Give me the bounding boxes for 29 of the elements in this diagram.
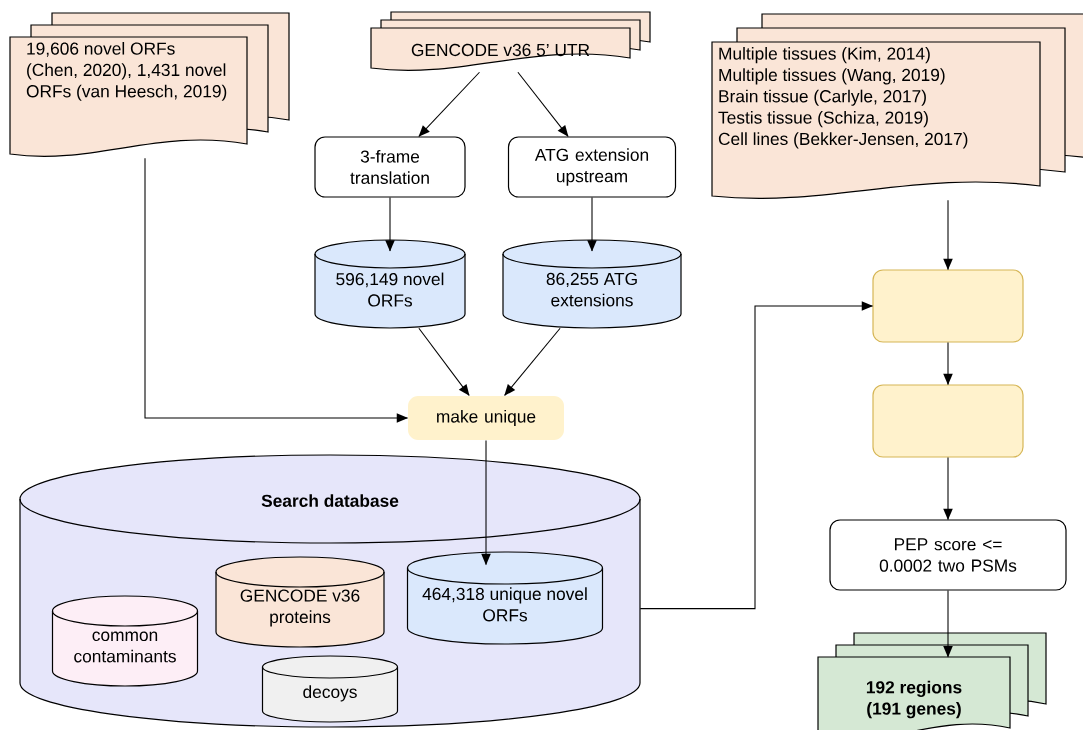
arrow [144,157,409,423]
database-cylinder: GENCODE v36 proteins [215,556,385,648]
arrow [418,327,470,396]
database-cylinder: 464,318 unique novel ORFs [406,551,604,645]
arrow [481,440,491,566]
process-box: 3-frame translation [314,136,466,198]
arrow [943,590,953,658]
process-box: make unique [408,396,564,440]
document-stack: 192 regions (191 genes) [817,632,1047,730]
document-stack: 19,606 novel ORFs (Chen, 2020), 1,431 novel ORFs (van Heesch, 2019) [9,12,290,157]
database-cylinder: decoys [261,655,399,723]
process-box: ATG extension upstream [507,136,677,198]
arrow [517,71,569,137]
arrow [385,197,395,252]
database-cylinder: 596,149 novel ORFs [314,239,466,329]
arrow [943,457,953,521]
arrow [943,342,953,386]
arrow [504,327,561,396]
document-stack: GENCODE v36 5’ UTR [370,11,651,71]
database-cylinder: common contaminants [51,595,199,687]
arrow [418,71,480,137]
database-cylinder: 86,255 ATG extensions [502,239,682,329]
arrow [943,199,953,271]
process-box [872,384,1024,458]
arrow [639,301,874,610]
document-stack: Multiple tissues (Kim, 2014) Multiple tissues (Wang, 2019) Brain tissue (Carlyle, 2017) Testis tissue (Schiza, 2019) Cell lines (Bekker-Jensen, 2017) [711,13,1083,199]
process-box [872,269,1024,343]
arrow [587,197,597,252]
process-box: PEP score <= 0.0002 two PSMs [829,519,1067,591]
